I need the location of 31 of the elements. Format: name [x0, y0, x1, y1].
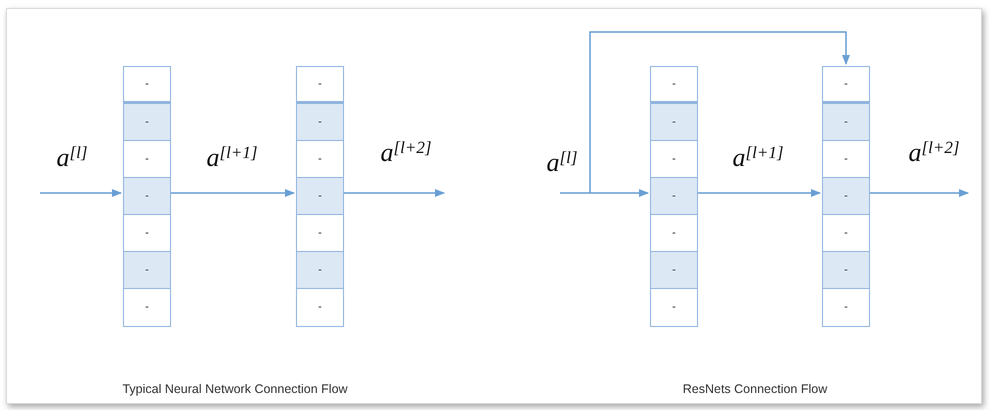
- neuron-cell: -: [297, 104, 343, 141]
- arrow: [171, 189, 295, 197]
- edge-label: a$^{[l+2]}$: [908, 140, 960, 166]
- layer-column: [296, 66, 344, 327]
- neuron-cell: -: [124, 252, 170, 289]
- neuron-cell: -: [823, 104, 869, 141]
- edge-label: a$^{[l]}$: [56, 145, 88, 171]
- edge-label: a$^{[l+1]}$: [732, 145, 784, 171]
- neuron-cell: -: [823, 252, 869, 289]
- layer-column: [822, 66, 870, 327]
- arrow: [698, 189, 821, 197]
- arrow: [40, 189, 122, 197]
- neuron-cell: -: [823, 178, 869, 215]
- arrow: [589, 31, 850, 193]
- neuron-cell: -: [651, 252, 697, 289]
- caption: Typical Neural Network Connection Flow: [122, 381, 348, 398]
- arrow: [870, 189, 969, 197]
- neuron-cell: -: [651, 178, 697, 215]
- edge-label: a$^{[l]}$: [546, 150, 578, 176]
- arrow: [344, 189, 445, 197]
- layer-column: [650, 66, 698, 327]
- arrow: [560, 189, 649, 197]
- neuron-cell: -: [124, 178, 170, 215]
- neuron-cell: -: [297, 178, 343, 215]
- layer-column: [123, 66, 171, 327]
- edge-label: a$^{[l+1]}$: [206, 145, 258, 171]
- neuron-cell: -: [651, 104, 697, 141]
- neuron-cell: -: [297, 252, 343, 289]
- neuron-cell: -: [124, 104, 170, 141]
- edge-label: a$^{[l+2]}$: [380, 140, 432, 166]
- caption: ResNets Connection Flow: [682, 381, 828, 398]
